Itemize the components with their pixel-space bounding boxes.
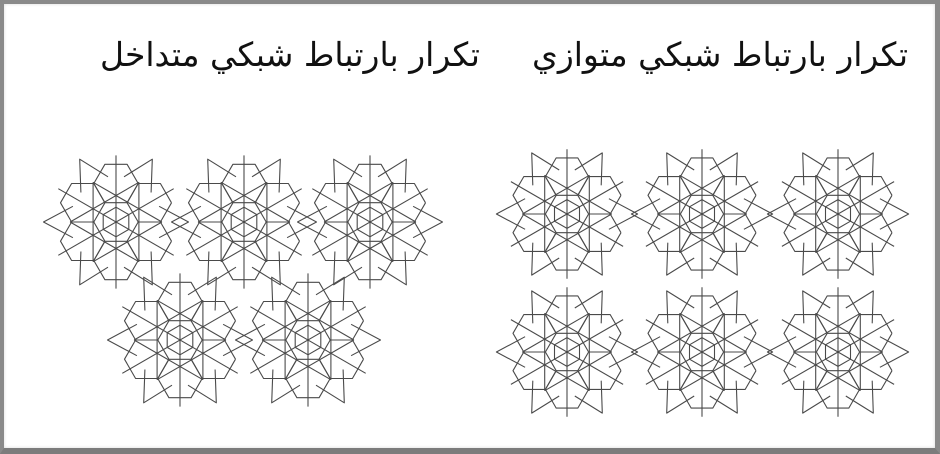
parallel-lattice-figure — [496, 149, 908, 417]
kite-point — [272, 370, 300, 403]
rosette — [44, 155, 189, 288]
kite-point — [316, 370, 344, 403]
kite-point — [80, 159, 108, 192]
kite-point — [667, 243, 695, 275]
kite-point — [172, 206, 201, 237]
kite-point — [575, 243, 603, 275]
rosette — [767, 287, 908, 417]
kite-point — [710, 291, 738, 323]
kite-point — [316, 277, 344, 310]
kite-point — [80, 252, 108, 285]
kite-point — [667, 291, 695, 323]
kite-point — [532, 291, 560, 323]
kite-point — [252, 159, 280, 192]
kite-point — [631, 337, 660, 368]
kite-point — [880, 199, 909, 230]
rosette — [172, 155, 317, 288]
kite-point — [631, 199, 660, 230]
geometric-patterns — [4, 4, 935, 448]
kite-point — [44, 206, 73, 237]
kite-point — [710, 153, 738, 185]
kite-point — [880, 337, 909, 368]
kite-point — [236, 324, 265, 355]
kite-point — [124, 159, 152, 192]
kite-point — [108, 324, 137, 355]
kite-point — [609, 199, 638, 230]
kite-point — [378, 159, 406, 192]
kite-point — [144, 370, 172, 403]
rosette — [236, 273, 381, 406]
rosette — [767, 149, 908, 279]
kite-point — [710, 381, 738, 413]
kite-point — [667, 381, 695, 413]
kite-point — [846, 153, 874, 185]
kite-point — [803, 243, 831, 275]
kite-point — [803, 291, 831, 323]
rosette — [631, 149, 772, 279]
kite-point — [532, 243, 560, 275]
kite-point — [846, 243, 874, 275]
kite-point — [575, 381, 603, 413]
overlapping-lattice-figure — [44, 155, 443, 406]
kite-point — [298, 206, 327, 237]
kite-point — [287, 206, 316, 237]
rosette — [108, 273, 253, 406]
kite-point — [667, 153, 695, 185]
kite-point — [846, 291, 874, 323]
kite-point — [413, 206, 442, 237]
rosette — [496, 287, 637, 417]
kite-point — [846, 381, 874, 413]
kite-point — [575, 291, 603, 323]
kite-point — [496, 199, 525, 230]
kite-point — [351, 324, 380, 355]
kite-point — [334, 159, 362, 192]
kite-point — [609, 337, 638, 368]
kite-point — [223, 324, 252, 355]
kite-point — [159, 206, 188, 237]
kite-point — [710, 243, 738, 275]
kite-point — [378, 252, 406, 285]
kite-point — [208, 159, 236, 192]
rosette — [631, 287, 772, 417]
kite-point — [188, 370, 216, 403]
rosette — [298, 155, 443, 288]
kite-point — [532, 381, 560, 413]
kite-point — [532, 153, 560, 185]
kite-point — [496, 337, 525, 368]
kite-point — [803, 153, 831, 185]
kite-point — [575, 153, 603, 185]
kite-point — [334, 252, 362, 285]
kite-point — [803, 381, 831, 413]
rosette — [496, 149, 637, 279]
